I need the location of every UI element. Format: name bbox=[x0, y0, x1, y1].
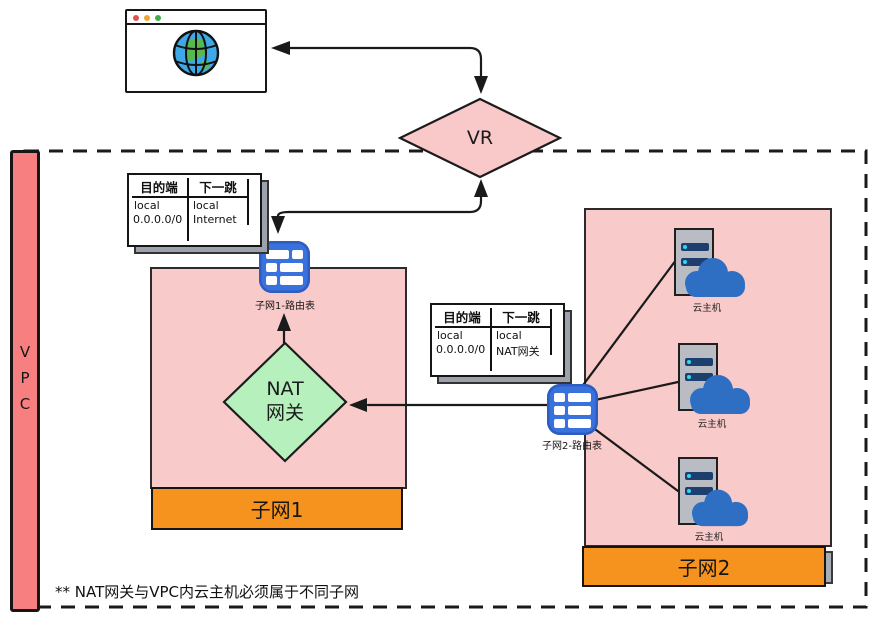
rt1-cell: 0.0.0.0/0 bbox=[133, 213, 183, 226]
route-table-icon-subnet2 bbox=[547, 384, 598, 435]
rt2-cell: local bbox=[496, 329, 522, 342]
route-table-icon1-label: 子网1-路由表 bbox=[255, 301, 315, 312]
line-routetable2-host1 bbox=[570, 258, 678, 402]
rt1-cell: local bbox=[193, 199, 219, 212]
subnet2-label: 子网2 bbox=[677, 556, 731, 580]
vpc-bar: V P C bbox=[10, 150, 40, 612]
rt2-cell: local bbox=[437, 329, 463, 342]
rt2-cell: NAT网关 bbox=[496, 345, 540, 358]
browser-dot-red-icon bbox=[133, 15, 139, 21]
route-table-1: 目的端 下一跳 local local 0.0.0.0/0 Internet bbox=[127, 173, 269, 254]
arrow-vr-to-browser bbox=[287, 46, 483, 78]
browser-dot-yellow-icon bbox=[144, 15, 150, 21]
vpc-letter-c: C bbox=[19, 395, 31, 413]
host3-cloud-icon bbox=[691, 489, 749, 527]
host2-cloud-icon bbox=[690, 375, 750, 414]
arrowhead-into-routetable1-from-nat bbox=[277, 313, 291, 331]
rt2-cell: 0.0.0.0/0 bbox=[436, 343, 486, 356]
rt2-header-dest: 目的端 bbox=[443, 310, 481, 325]
host1-cloud-icon bbox=[685, 258, 745, 297]
subnet1-label: 子网1 bbox=[250, 498, 304, 522]
route-table-2-box: 目的端 下一跳 local local 0.0.0.0/0 NAT网关 bbox=[430, 303, 565, 377]
vpc-letter-p: P bbox=[20, 369, 30, 387]
rt1-cell: Internet bbox=[193, 213, 237, 226]
arrowhead-into-nat bbox=[349, 398, 367, 412]
arrow-routetable1-to-vr bbox=[276, 195, 483, 218]
host2-label: 云主机 bbox=[697, 419, 727, 430]
globe-icon bbox=[172, 29, 220, 77]
route-table-2: 目的端 下一跳 local local 0.0.0.0/0 NAT网关 bbox=[430, 303, 572, 384]
subnet2-bar: 子网2 bbox=[582, 546, 826, 587]
route-table-1-box: 目的端 下一跳 local local 0.0.0.0/0 Internet bbox=[127, 173, 262, 247]
rt1-header-dest: 目的端 bbox=[140, 180, 178, 195]
arrowhead-into-vr-top bbox=[474, 76, 488, 94]
nat-diamond bbox=[222, 341, 348, 463]
rt2-header-nexthop: 下一跳 bbox=[502, 310, 540, 325]
browser-dot-green-icon bbox=[155, 15, 161, 21]
route-table-icon2-label: 子网2-路由表 bbox=[542, 441, 602, 452]
internet-browser-window bbox=[125, 9, 267, 93]
footnote: ** NAT网关与VPC内云主机必须属于不同子网 bbox=[55, 583, 360, 601]
vpc-letter-v: V bbox=[19, 343, 31, 361]
arrowhead-into-routetable1 bbox=[271, 216, 285, 234]
vr-label: VR bbox=[466, 127, 494, 149]
rt1-header-nexthop: 下一跳 bbox=[199, 180, 237, 195]
host3-label: 云主机 bbox=[694, 532, 724, 543]
vr-diamond bbox=[398, 97, 562, 179]
arrowhead-into-vr-bottom bbox=[474, 179, 488, 197]
subnet1-bar: 子网1 bbox=[151, 487, 403, 530]
arrowhead-into-browser bbox=[271, 41, 290, 55]
host1-label: 云主机 bbox=[692, 303, 722, 314]
browser-titlebar bbox=[127, 11, 265, 25]
rt1-cell: local bbox=[134, 199, 160, 212]
